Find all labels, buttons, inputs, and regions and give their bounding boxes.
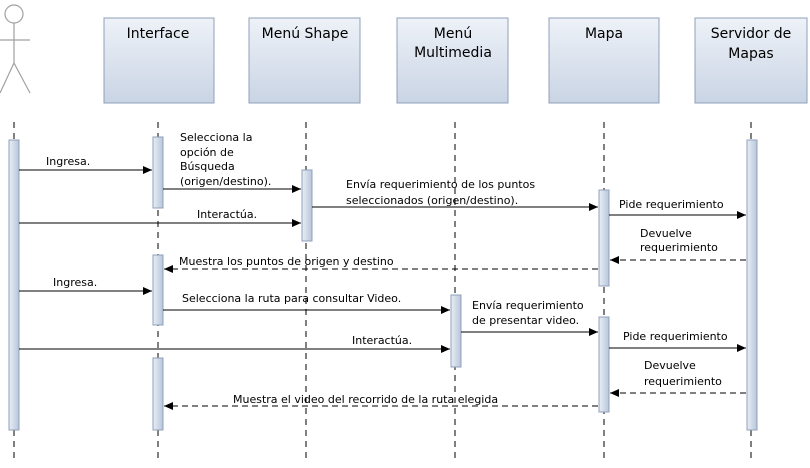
activation-bar-mapa-2 [598, 316, 610, 413]
activation-bar-menu-shape [301, 169, 313, 242]
message-label-m10-line-1: Envía requerimiento [472, 299, 584, 312]
message-label-m6-line-1: Devuelve [640, 227, 692, 240]
actor-stick-figure [0, 4, 31, 94]
participant-box [548, 17, 660, 104]
participant-box [694, 17, 808, 104]
activation-bar-actor [8, 139, 20, 431]
participant-label-line-1: Menú [434, 26, 472, 42]
message-label-m3-line-1: Envía requerimiento de los puntos [346, 178, 535, 191]
activation-bar-mapa-1 [598, 189, 610, 287]
message-label-m2-line-2: opción de [180, 146, 234, 159]
message-label-m13-line-2: requerimiento [644, 375, 722, 388]
participant-menu-multimedia: Menú Multimedia [396, 17, 509, 104]
participant-box [396, 17, 509, 104]
participant-servidor-de-mapas: Servidor de Mapas [694, 17, 808, 104]
activation-bar-interface-2 [152, 254, 164, 326]
activation-bar-interface-3 [152, 357, 164, 431]
actor-head [4, 4, 24, 24]
message-label-m4: Pide requerimiento [619, 198, 724, 211]
actor-right-leg [13, 62, 31, 94]
participant-mapa: Mapa [548, 17, 660, 104]
message-label-m1: Ingresa. [46, 155, 90, 168]
message-label-m7: Muestra los puntos de origen y destino [179, 255, 394, 268]
participant-box [103, 17, 215, 104]
participant-label: Interface [127, 26, 190, 42]
participant-label-line-2: Multimedia [414, 45, 492, 61]
activation-bar-menu-multimedia [450, 294, 462, 368]
message-label-m13-line-1: Devuelve [644, 359, 696, 372]
message-label-m10-line-2: de presentar video. [472, 314, 579, 327]
message-label-m2-line-3: Búsqueda [180, 160, 235, 173]
message-label-m6-line-2: requerimiento [640, 241, 718, 254]
message-label-m12: Interactúa. [352, 334, 412, 347]
message-label-m2-line-1: Selecciona la [180, 131, 252, 144]
participant-label: Menú Shape [262, 26, 349, 42]
message-label-m14: Muestra el video del recorrido de la rut… [233, 393, 498, 406]
message-label-m2-line-4: (origen/destino). [180, 175, 271, 188]
participant-box [248, 17, 361, 104]
actor-left-leg [0, 62, 15, 94]
message-label-m5: Interactúa. [197, 208, 257, 221]
activation-bar-interface-1 [152, 136, 164, 209]
message-label-m11: Pide requerimiento [623, 330, 728, 343]
participant-interface: Interface [103, 17, 215, 104]
message-label-m8: Ingresa. [53, 276, 97, 289]
message-label-m9: Selecciona la ruta para consultar Video. [182, 292, 401, 305]
activation-bar-servidor [746, 139, 758, 431]
participant-menu-shape: Menú Shape [248, 17, 361, 104]
message-label-m3-line-2: seleccionados (origen/destino). [346, 194, 518, 207]
participant-label-line-1: Servidor de [711, 26, 792, 42]
participant-label: Mapa [585, 26, 623, 42]
participant-label-line-2: Mapas [728, 46, 773, 62]
